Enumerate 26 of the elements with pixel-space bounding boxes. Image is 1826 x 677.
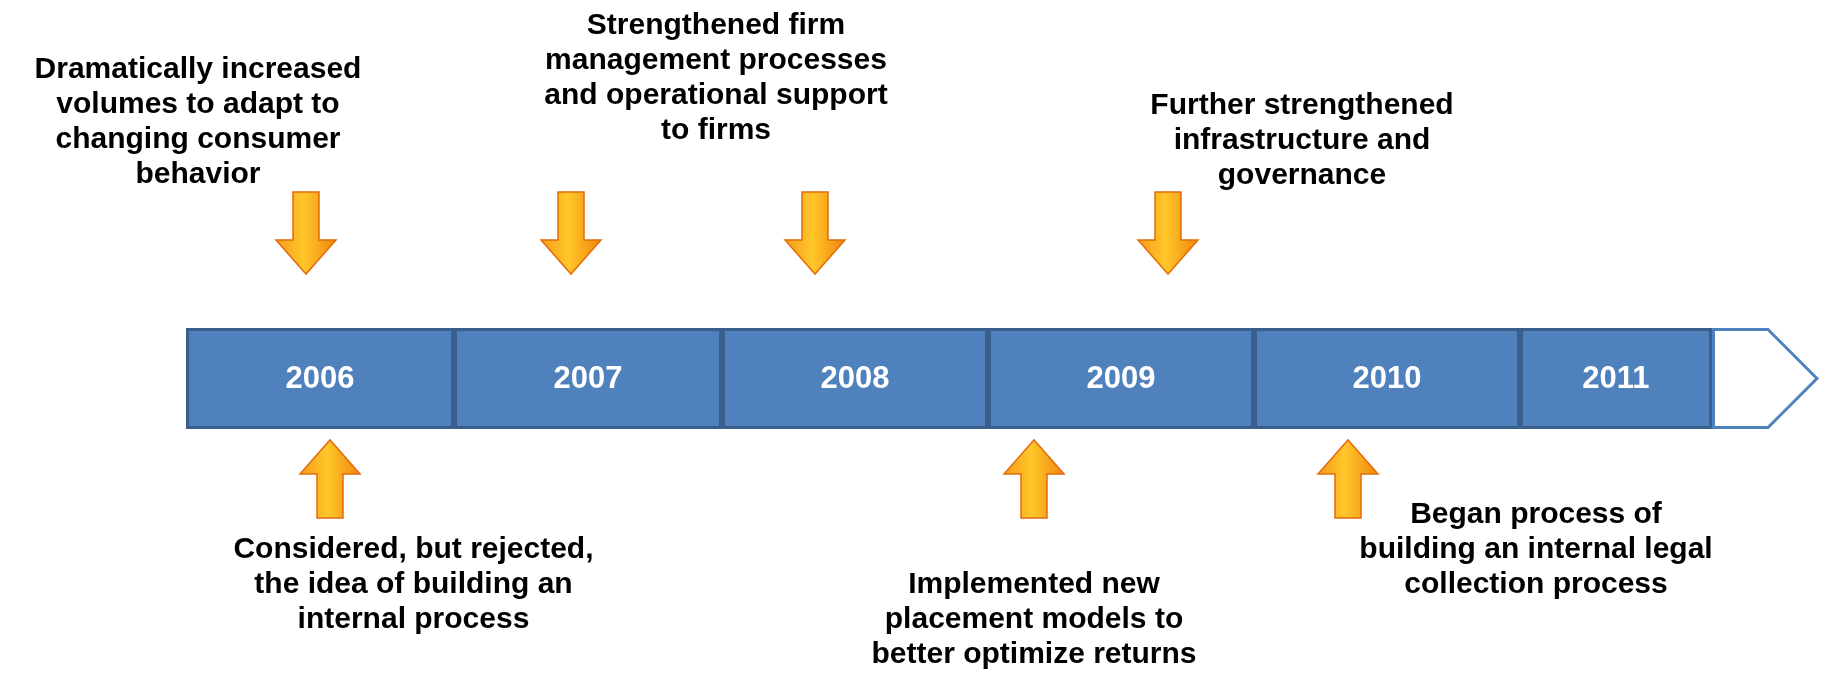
event-description: Further strengthened infrastructure and governance	[1137, 86, 1467, 191]
block-arrow	[1136, 191, 1200, 276]
block-arrow	[274, 191, 338, 276]
event-description: Strengthened firm management processes and operational support to firms	[536, 6, 896, 146]
year-label: 2006	[285, 359, 355, 398]
year-label: 2007	[553, 359, 623, 398]
block-arrow	[298, 438, 362, 519]
year-label: 2008	[820, 359, 890, 398]
event-description: Considered, but rejected, the idea of building an internal process	[216, 530, 611, 635]
timeline-segment	[186, 328, 454, 429]
timeline-segment	[454, 328, 722, 429]
event-description: Began process of building an internal legal collection process	[1352, 495, 1720, 600]
timeline-segment	[1520, 328, 1712, 429]
year-label: 2009	[1086, 359, 1156, 398]
year-label: 2011	[1582, 359, 1650, 398]
timeline-segment	[722, 328, 988, 429]
event-description: Dramatically increased volumes to adapt to changing consumer behavior	[13, 50, 383, 190]
year-label: 2010	[1352, 359, 1422, 398]
block-arrow	[1002, 438, 1066, 519]
block-arrow	[539, 191, 603, 276]
timeline-arrow-tip	[1712, 328, 1820, 429]
block-arrow	[1316, 438, 1380, 519]
timeline-segment	[1254, 328, 1520, 429]
event-description: Implemented new placement models to better optimize returns	[859, 565, 1209, 670]
timeline-segment	[988, 328, 1254, 429]
block-arrow	[783, 191, 847, 276]
